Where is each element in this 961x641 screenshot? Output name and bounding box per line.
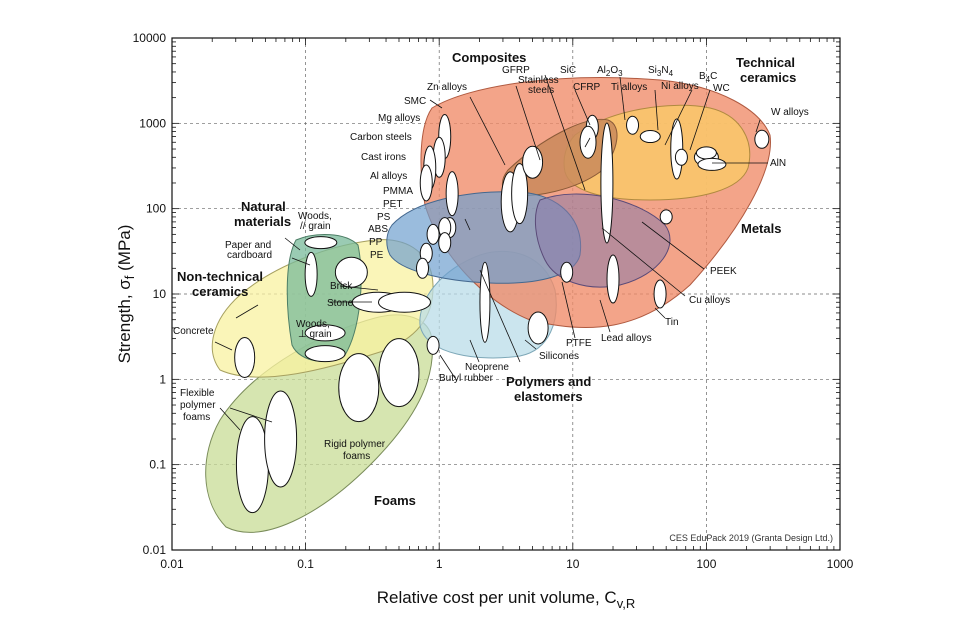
label-butyl-rubber: Butyl rubber — [439, 373, 494, 384]
material-bubbles — [234, 114, 770, 514]
label-aln: AlN — [770, 158, 786, 169]
y-tick-label: 1 — [159, 372, 166, 386]
label-metals: Metals — [741, 221, 781, 236]
axis-ticks: 0.01 0.1 1 10 100 1000 0.01 0.1 1 10 100 1000 10000 — [133, 31, 854, 571]
label-al-alloys: Al alloys — [370, 171, 407, 182]
material-bubble — [235, 416, 269, 514]
label-mg-alloys: Mg alloys — [378, 113, 420, 124]
label-silicones: Silicones — [539, 351, 579, 362]
y-tick-label: 100 — [146, 202, 166, 216]
label-brick: Brick — [330, 281, 353, 292]
label-b4c: B4C — [699, 71, 717, 84]
label-si3n4: Si3N4 — [648, 65, 674, 78]
material-bubble — [445, 171, 459, 217]
material-bubble — [304, 345, 346, 363]
label-neoprene: Neoprene — [465, 362, 509, 373]
material-bubble — [606, 254, 620, 304]
label-cast-irons: Cast irons — [361, 152, 406, 163]
label-abs: ABS — [368, 224, 388, 235]
material-bubble — [697, 157, 727, 171]
material-bubble — [438, 232, 452, 254]
label-sic: SiC — [560, 65, 576, 76]
material-bubble — [600, 122, 614, 244]
x-tick-label: 10 — [566, 557, 580, 571]
material-bubble — [234, 337, 256, 379]
material-bubble — [674, 148, 688, 166]
leader-lines — [214, 74, 768, 431]
label-al2o3: Al2O3 — [597, 65, 623, 78]
label-w-alloys: W alloys — [771, 107, 809, 118]
material-bubble — [479, 261, 491, 343]
material-bubble — [419, 164, 433, 202]
material-bubble — [304, 251, 318, 297]
material-bubble — [378, 291, 432, 313]
x-tick-label: 0.01 — [160, 557, 184, 571]
label-pet: PET — [383, 199, 402, 210]
label-ptfe: PTFE — [566, 338, 592, 349]
material-bubble — [522, 145, 544, 179]
material-bubble — [626, 115, 640, 135]
material-bubble — [527, 311, 549, 345]
material-bubble — [304, 324, 346, 342]
y-tick-label: 10 — [153, 287, 167, 301]
x-tick-label: 100 — [696, 557, 716, 571]
material-bubble — [659, 209, 673, 225]
material-bubble — [378, 338, 420, 408]
label-foams: Foams — [374, 493, 416, 508]
label-cfrp: CFRP — [573, 82, 601, 93]
label-ps: PS — [377, 212, 391, 223]
credit: CES EduPack 2019 (Granta Design Ltd.) — [669, 533, 833, 543]
label-wc: WC — [713, 83, 730, 94]
material-bubble — [639, 130, 661, 144]
material-bubble — [426, 335, 440, 355]
y-tick-label: 0.01 — [143, 543, 167, 557]
label-pmma: PMMA — [383, 186, 413, 197]
y-tick-label: 1000 — [139, 116, 166, 130]
material-bubble — [511, 163, 529, 225]
x-tick-label: 1000 — [827, 557, 854, 571]
label-pp: PP — [369, 237, 383, 248]
material-bubble — [304, 236, 338, 250]
material-bubble — [560, 261, 574, 283]
label-tin: Tin — [665, 317, 679, 328]
label-gfrp: GFRP — [502, 65, 530, 76]
label-ti-alloys: Ti alloys — [611, 82, 647, 93]
material-bubble — [264, 390, 298, 488]
label-cu-alloys: Cu alloys — [689, 295, 730, 306]
material-bubble — [695, 146, 717, 160]
material-bubble — [426, 223, 440, 245]
y-tick-label: 0.1 — [149, 458, 166, 472]
x-tick-label: 0.1 — [297, 557, 314, 571]
label-concrete: Concrete — [173, 326, 214, 337]
label-ni-alloys: Ni alloys — [661, 81, 699, 92]
label-smc: SMC — [404, 96, 426, 107]
label-carbon-steels: Carbon steels — [350, 132, 412, 143]
x-axis-label: Relative cost per unit volume, Cv,R — [377, 588, 636, 611]
label-composites: Composites — [452, 50, 526, 65]
material-bubble — [653, 279, 667, 309]
x-tick-label: 1 — [436, 557, 443, 571]
y-tick-label: 10000 — [133, 31, 167, 45]
label-peek: PEEK — [710, 266, 737, 277]
material-bubble — [754, 129, 770, 149]
label-pe: PE — [370, 250, 384, 261]
label-lead-alloys: Lead alloys — [601, 333, 652, 344]
label-woods-perp: Woods,⊥ grain — [296, 319, 332, 340]
label-zn-alloys: Zn alloys — [427, 82, 467, 93]
label-woods-parallel: Woods,// grain — [298, 211, 332, 232]
y-axis-label: Strength, σf (MPa) — [115, 225, 137, 364]
material-bubble — [338, 353, 380, 423]
label-stone: Stone — [327, 298, 354, 309]
material-bubble — [416, 257, 430, 279]
